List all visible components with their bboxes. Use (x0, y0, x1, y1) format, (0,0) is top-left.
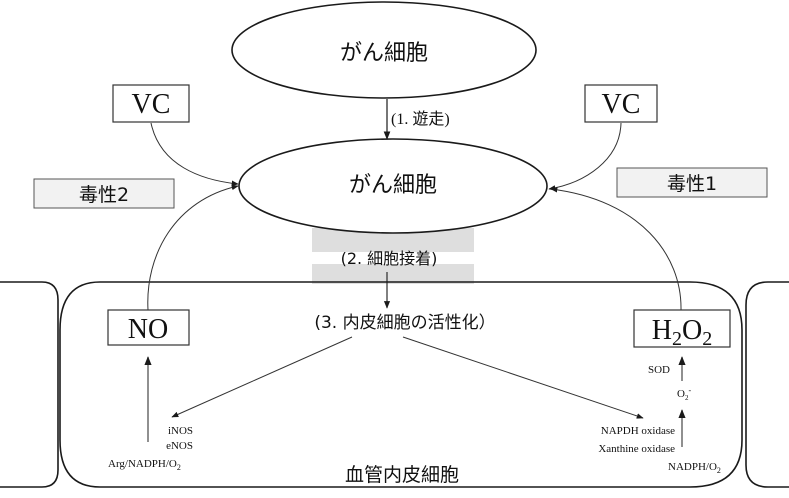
h2o2-box (633, 309, 731, 348)
vc-left-to-cancer-arrow (150, 122, 239, 187)
h2o2-sub1: 2 (672, 328, 682, 350)
h2o2-o: O (682, 315, 702, 346)
endothelial-cell (59, 281, 743, 488)
vc-left-box (112, 84, 190, 123)
vc-right-label: VC (602, 89, 641, 120)
toxicity-1-box (616, 167, 768, 198)
superoxide-sub: 2 (685, 394, 689, 402)
activation-label: (3. 内皮細胞の活性化） (314, 313, 495, 333)
no-label: NO (128, 314, 168, 345)
cancer-cell-top (231, 1, 537, 99)
no-substrate: Arg/NADPH/O2 (108, 458, 181, 472)
toxicity-1-label: 毒性1 (667, 173, 717, 195)
neighbor-cell-right (745, 281, 789, 488)
toxicity-2-label: 毒性2 (79, 184, 129, 206)
vc-right-box (584, 84, 658, 123)
superoxide-sup: - (688, 386, 691, 395)
cancer-cell-mid-label: がん細胞 (349, 173, 437, 198)
migration-label: (1. 遊走) (391, 110, 450, 128)
superoxide-label: O2- (677, 386, 691, 402)
superoxide-o: O (677, 388, 685, 400)
no-to-cancer-arrow (147, 184, 239, 311)
no-substrate-sub: 2 (177, 463, 181, 472)
h2o2-h: H (652, 315, 672, 346)
nos-enzyme-1: iNOS (168, 425, 193, 437)
cancer-cell-mid (238, 138, 548, 234)
h2o2-substrate-text: NADPH/O (668, 461, 717, 473)
neighbor-cell-left (0, 281, 59, 488)
no-substrate-text: Arg/NADPH/O (108, 458, 177, 470)
no-box (107, 309, 190, 346)
activation-to-oxidase-arrow (402, 336, 644, 419)
h2o2-substrate: NADPH/O2 (668, 461, 721, 475)
adhesion-label: (2. 細胞接着) (341, 249, 438, 268)
sod-label: SOD (648, 364, 670, 376)
nos-enzyme-2: eNOS (166, 440, 193, 452)
toxicity-2-box (33, 178, 175, 209)
vc-left-label: VC (132, 89, 171, 120)
oxidase-enzyme-1: NAPDH oxidase (601, 425, 675, 437)
oxidase-enzyme-2: Xanthine oxidase (598, 443, 675, 455)
activation-to-nos-arrow (171, 336, 353, 418)
endothelial-cell-label: 血管内皮細胞 (345, 464, 459, 486)
h2o2-to-cancer-arrow (550, 186, 682, 311)
vc-right-to-cancer-arrow (548, 122, 622, 191)
cancer-cell-top-label: がん細胞 (340, 41, 428, 66)
h2o2-label: H2O2 (652, 315, 712, 350)
h2o2-substrate-sub: 2 (717, 466, 721, 475)
h2o2-sub2: 2 (702, 328, 712, 350)
